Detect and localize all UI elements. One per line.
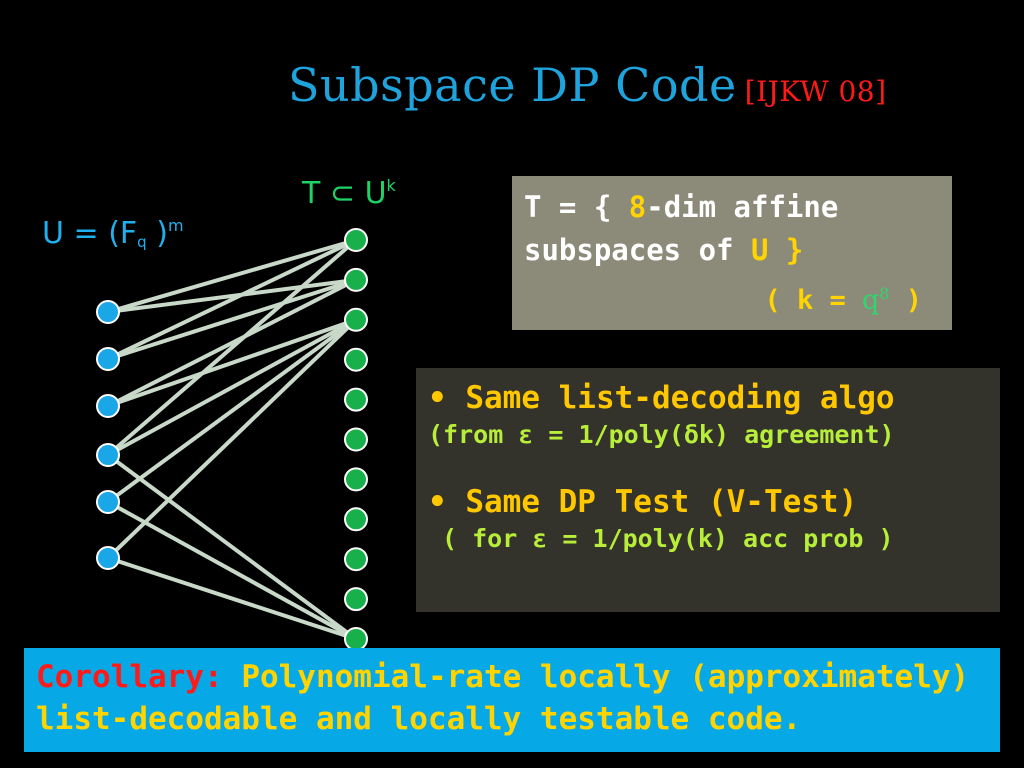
corollary-line-1: Corollary: Polynomial-rate locally (appr… [36, 656, 988, 698]
graph-edge [107, 277, 357, 361]
graph-edge [106, 238, 358, 457]
right-node [344, 387, 368, 412]
right-node [344, 427, 368, 452]
right-label-rhs: U [364, 176, 387, 211]
left-node [96, 490, 120, 514]
left-node [96, 443, 120, 467]
def-k-value: ( k = q8 ) [524, 272, 940, 322]
def-u: U [750, 233, 769, 267]
bullet-list-decoding: • Same list-decoding algo [428, 380, 895, 416]
left-set-label: U = (Fq )m [42, 216, 184, 251]
title-main: Subspace DP Code [288, 58, 737, 112]
def-set-open: T = { [524, 190, 612, 224]
def-subspaces-of: subspaces of [524, 233, 734, 267]
right-node [344, 347, 368, 372]
graph-nodes [96, 228, 368, 651]
left-node [96, 300, 120, 324]
slide-title: Subspace DP Code[IJKW 08] [288, 58, 887, 112]
left-node [96, 394, 120, 418]
left-node [96, 546, 120, 570]
left-label-field: F [119, 216, 138, 251]
left-label-open: ( [108, 216, 120, 251]
title-citation: [IJKW 08] [744, 75, 887, 108]
graph-edge [106, 318, 358, 560]
graph-edge [107, 277, 357, 314]
corollary-text-2: list-decodable and locally testable code… [36, 701, 802, 737]
left-label-close: ) [156, 216, 168, 251]
subspace-definition-box: T = { 8-dim affine subspaces of U } ( k … [512, 176, 952, 330]
right-node [344, 267, 368, 292]
left-label-exp: m [167, 216, 184, 235]
k-value: q8 [861, 284, 890, 316]
right-set-label: T ⊂ Uk [302, 176, 396, 211]
right-node [344, 587, 368, 612]
left-node [96, 347, 120, 371]
corollary-label: Corollary: [36, 659, 223, 695]
corollary-box: Corollary: Polynomial-rate locally (appr… [24, 648, 1000, 752]
right-label-lhs: T [302, 176, 321, 211]
right-node [344, 507, 368, 532]
right-node [344, 307, 368, 332]
k-close: ) [905, 285, 922, 316]
def-dim-affine: -dim affine [646, 190, 839, 224]
k-exp: 8 [879, 284, 890, 303]
graph-edge [107, 318, 357, 457]
k-open: ( k = [764, 285, 846, 316]
graph-edge [106, 318, 358, 504]
graph-edge [107, 278, 357, 408]
def-set-close: } [785, 233, 804, 267]
graph-edge [107, 238, 357, 361]
def-line-2: subspaces of U } [524, 229, 940, 272]
graph-edges [106, 238, 358, 641]
subset-symbol: ⊂ [329, 176, 356, 211]
left-label-field-sub: q [137, 233, 147, 251]
graph-edge [107, 238, 357, 314]
bullet-dp-test-detail: ( for ε = 1/poly(k) acc prob ) [442, 524, 894, 553]
graph-edge [107, 500, 357, 641]
def-line-1: T = { 8-dim affine [524, 186, 940, 229]
graph-edge [107, 317, 357, 408]
spacer [428, 452, 988, 482]
k-base: q [861, 285, 880, 316]
graph-edge [106, 453, 358, 641]
same-results-box: • Same list-decoding algo (from ε = 1/po… [416, 368, 1000, 612]
bullet-list-decoding-detail: (from ε = 1/poly(δk) agreement) [428, 420, 895, 449]
corollary-text-1: Polynomial-rate locally (approximately) [241, 659, 970, 695]
graph-edge [107, 556, 357, 641]
right-label-exp: k [386, 176, 396, 195]
right-node [344, 467, 368, 492]
left-label-lhs: U = [42, 216, 99, 251]
bullet-dp-test: • Same DP Test (V-Test) [428, 484, 858, 520]
def-dimension: 8 [628, 190, 647, 224]
right-node [344, 547, 368, 572]
right-node [344, 228, 368, 252]
right-node [344, 627, 368, 651]
